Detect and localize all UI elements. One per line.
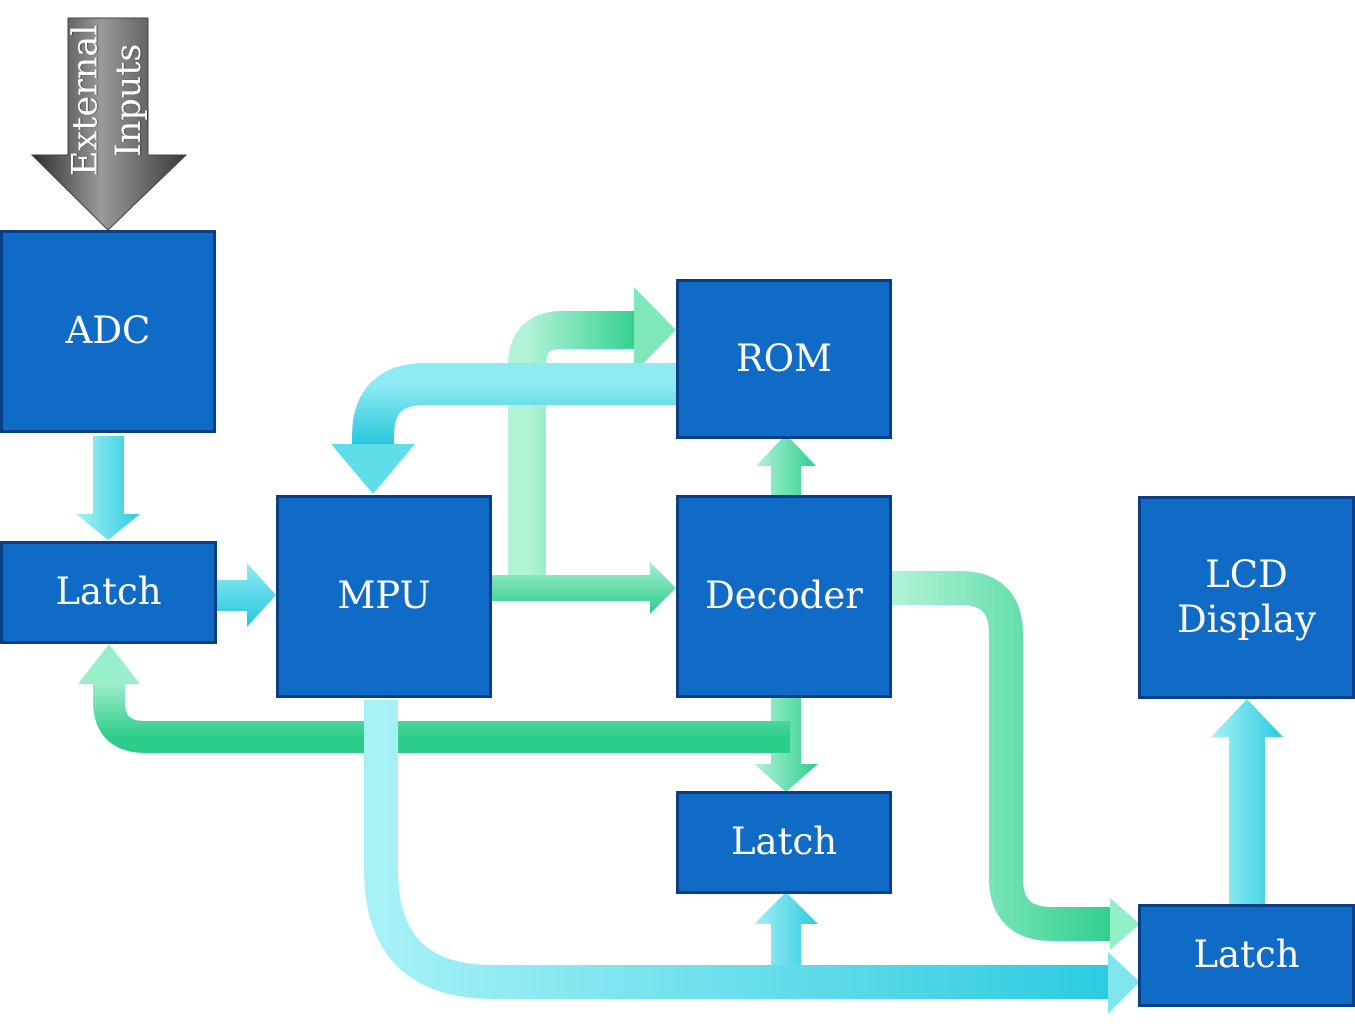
arrow-to-middle-latch (754, 892, 818, 965)
latch-left-block: Latch (0, 541, 217, 644)
arrow-mpu-to-latch-right (364, 700, 1112, 999)
external-inputs-label: External Inputs (65, 24, 149, 176)
arrow-latch-to-mpu (216, 563, 276, 627)
arrow-adc-to-latch (76, 436, 140, 540)
latch-right-block: Latch (1138, 904, 1355, 1007)
arrow-decoder-to-latch-right (892, 571, 1116, 941)
decoder-block: Decoder (676, 495, 892, 698)
adc-block: ADC (0, 230, 216, 433)
arrow-mpu-to-rom-head (634, 287, 676, 373)
rom-block: ROM (676, 279, 892, 439)
external-inputs-arrow (30, 17, 188, 231)
arrow-rom-to-mpu (352, 363, 678, 446)
mpu-block: MPU (276, 495, 492, 698)
latch-middle-block: Latch (676, 791, 892, 894)
lcd-display-block: LCD Display (1138, 496, 1355, 699)
arrow-decoder-to-latch-right-head (1110, 898, 1140, 950)
arrow-to-left-latch (93, 680, 790, 753)
arrow-latch-right-to-lcd (1211, 699, 1283, 904)
arrow-rom-to-mpu-head (331, 444, 415, 494)
arrow-decoder-to-rom (756, 434, 816, 495)
arrow-to-left-latch-head (78, 644, 140, 684)
arrow-mpu-to-latch-right-head (1108, 952, 1140, 1014)
